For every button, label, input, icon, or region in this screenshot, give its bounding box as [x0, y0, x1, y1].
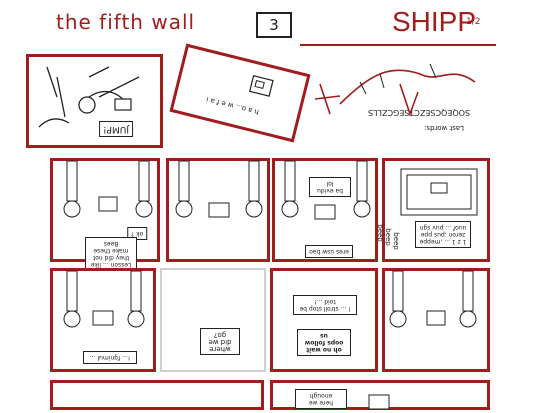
panel-r2-3: ba evidu lol eres usw bao	[272, 158, 378, 262]
r2-3-speech: ba evidu lol	[309, 177, 351, 197]
beep-2: beep	[383, 228, 392, 246]
r2-3-caption: eres usw bao	[305, 245, 353, 258]
panel-r3-1: !... fgnimul ...	[50, 268, 156, 372]
comic-title: the fifth wall	[56, 10, 196, 34]
jump-figure-art	[38, 66, 140, 128]
panel-r2-1: ok ? Lesson ... like they did not make t…	[50, 158, 160, 271]
scribble-art	[314, 63, 476, 117]
r3-3-speech-1: ! ... stroll stop be toid ...!	[293, 295, 357, 315]
panel-r3-4	[382, 268, 490, 372]
r4-screen-art	[368, 394, 390, 410]
logo-fraction: 1/2	[466, 17, 481, 27]
r2-4-text: 1 z 1 ... ,meppe zeron ,pus ppe uuof ...…	[415, 221, 471, 248]
jump-speech: JUMP!	[99, 121, 134, 137]
shipp-logo: SHIPP	[392, 6, 477, 37]
header-rule	[300, 44, 496, 46]
panel-r3-2: where did we go?	[160, 268, 266, 372]
phone-sketch	[248, 75, 274, 97]
r2-3-legs-art	[281, 160, 371, 220]
r2-1-speech: Lesson ... like they did not make these …	[85, 237, 137, 271]
r2-2-legs-art	[175, 160, 263, 218]
r2-4-screen-art	[400, 168, 478, 216]
r3-1-legs-art	[63, 270, 145, 328]
panel-r2-4: 1 z 1 ... ,meppe zeron ,pus ppe uuof ...…	[376, 158, 490, 262]
r3-1-caption: !... fgnimul ...	[83, 351, 137, 364]
beep-1: beep	[375, 224, 384, 242]
r2-1-legs-art	[63, 160, 153, 218]
last-words-scribble: SOQEQCSEZCTSEGCZLLS	[368, 108, 471, 117]
r3-3-speech-2: oh no wait oops follow us	[297, 329, 351, 356]
beep-3: beep	[391, 232, 400, 250]
panel-tilted: h a o... w e f a i	[169, 43, 311, 143]
panel-r4-2: here we enough	[270, 380, 490, 410]
panel-r3-3: ! ... stroll stop be toid ...! oh no wai…	[270, 268, 378, 372]
panel-jump: JUMP!	[26, 54, 163, 148]
panel-r4-1	[50, 380, 264, 410]
panel-scribble: Last words: SOQEQCSEZCTSEGCZLLS	[300, 44, 500, 144]
last-words-label: Last words:	[424, 124, 465, 132]
r3-4-legs-art	[389, 270, 477, 328]
page-number-box: 3	[256, 12, 292, 38]
r3-2-caption: where did we go?	[200, 328, 240, 355]
panel-r2-2	[166, 158, 270, 262]
